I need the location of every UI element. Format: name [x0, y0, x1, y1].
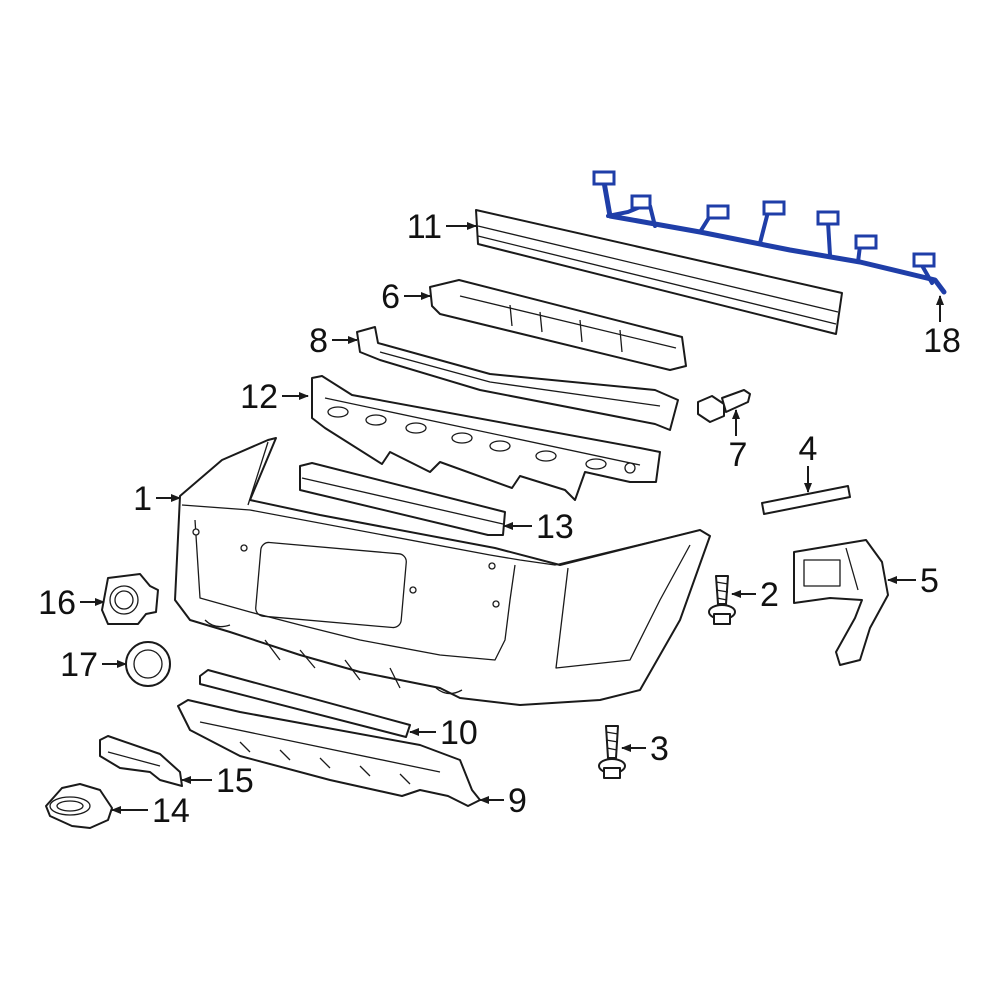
callout-5[interactable]: 5: [920, 562, 939, 600]
callout-6[interactable]: 6: [381, 278, 400, 316]
mounting-bracket-part-15[interactable]: [99, 735, 183, 787]
callout-7[interactable]: 7: [729, 436, 748, 474]
callout-12[interactable]: 12: [240, 378, 278, 416]
screw-part-2[interactable]: [708, 575, 736, 625]
callout-13[interactable]: 13: [536, 508, 574, 546]
park-sensor-part-16[interactable]: [101, 573, 159, 625]
callout-3[interactable]: 3: [650, 730, 669, 768]
screw-part-3[interactable]: [598, 725, 626, 779]
callout-15[interactable]: 15: [216, 762, 254, 800]
callout-labels: 1 2 3 4 5 6 7 8 9 10 11 12 13 14 15 16 1…: [38, 208, 961, 830]
diffuser-part-9[interactable]: [177, 699, 481, 807]
callout-16[interactable]: 16: [38, 584, 76, 622]
callout-2[interactable]: 2: [760, 576, 779, 614]
bumper-cover-part-1[interactable]: [174, 437, 711, 706]
wiring-harness-part-18[interactable]: [592, 170, 947, 295]
callout-17[interactable]: 17: [60, 646, 98, 684]
impact-bar-part-11[interactable]: [475, 209, 843, 335]
side-bracket-part-5[interactable]: [793, 539, 889, 666]
leader-lines: [80, 222, 944, 814]
callout-11[interactable]: 11: [407, 208, 442, 246]
energy-absorber-part-6[interactable]: [429, 279, 687, 371]
bumper-bracket-part-12[interactable]: [311, 375, 661, 501]
callout-1[interactable]: 1: [133, 480, 152, 518]
callout-9[interactable]: 9: [508, 782, 527, 820]
callout-8[interactable]: 8: [309, 322, 328, 360]
lower-trim-part-10[interactable]: [199, 669, 411, 738]
lower-strip-part-13[interactable]: [299, 462, 506, 536]
push-pin-part-7[interactable]: [697, 389, 751, 423]
sensor-bezel-part-17[interactable]: [125, 641, 171, 687]
exhaust-tip-part-14[interactable]: [45, 783, 113, 829]
applique-strip-part-4[interactable]: [761, 485, 851, 515]
callout-4[interactable]: 4: [799, 430, 818, 468]
callout-14[interactable]: 14: [152, 792, 190, 830]
callout-10[interactable]: 10: [440, 714, 478, 752]
callout-18[interactable]: 18: [923, 322, 961, 360]
reinforcement-strip-part-8[interactable]: [356, 326, 679, 431]
